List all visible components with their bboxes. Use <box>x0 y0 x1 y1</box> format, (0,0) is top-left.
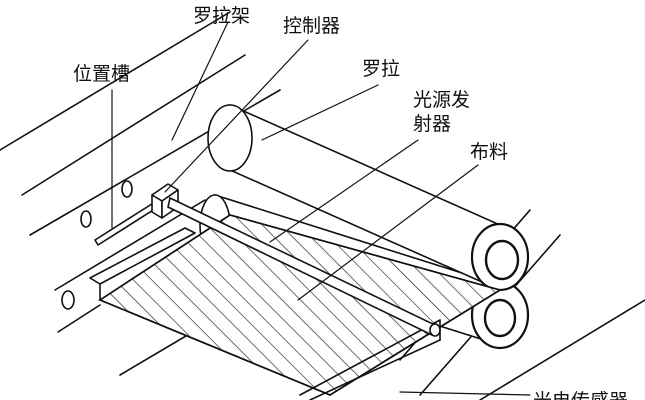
hole-middle <box>80 210 92 228</box>
label-fabric: 布料 <box>470 141 508 163</box>
lower-plate <box>89 227 441 400</box>
leader-controller <box>164 39 309 193</box>
leader-photo-sensor <box>399 391 531 396</box>
label-roller: 罗拉 <box>362 58 400 80</box>
position-slot <box>94 201 159 246</box>
label-roller-frame: 罗拉架 <box>193 5 250 27</box>
upper-roller <box>207 103 530 292</box>
label-position-slot: 位置槽 <box>73 63 130 85</box>
lower-roller-end-inner <box>483 298 517 338</box>
leader-fabric <box>297 164 479 301</box>
leader-light-emitter <box>269 139 419 243</box>
light-emitter-rod <box>167 196 441 337</box>
frame-holes <box>61 180 133 310</box>
upper-roller-end-inner <box>484 239 520 281</box>
hole-lower <box>61 290 75 310</box>
leader-lines <box>111 21 531 396</box>
label-light-emitter-line2: 射器 <box>413 113 451 135</box>
label-photo-sensor: 光电传感器 <box>533 390 628 400</box>
label-light-emitter-line1: 光源发 <box>413 89 470 111</box>
leader-roller-frame <box>171 21 229 141</box>
hole-upper <box>121 180 133 198</box>
leader-roller <box>261 84 379 141</box>
label-controller: 控制器 <box>283 15 340 37</box>
